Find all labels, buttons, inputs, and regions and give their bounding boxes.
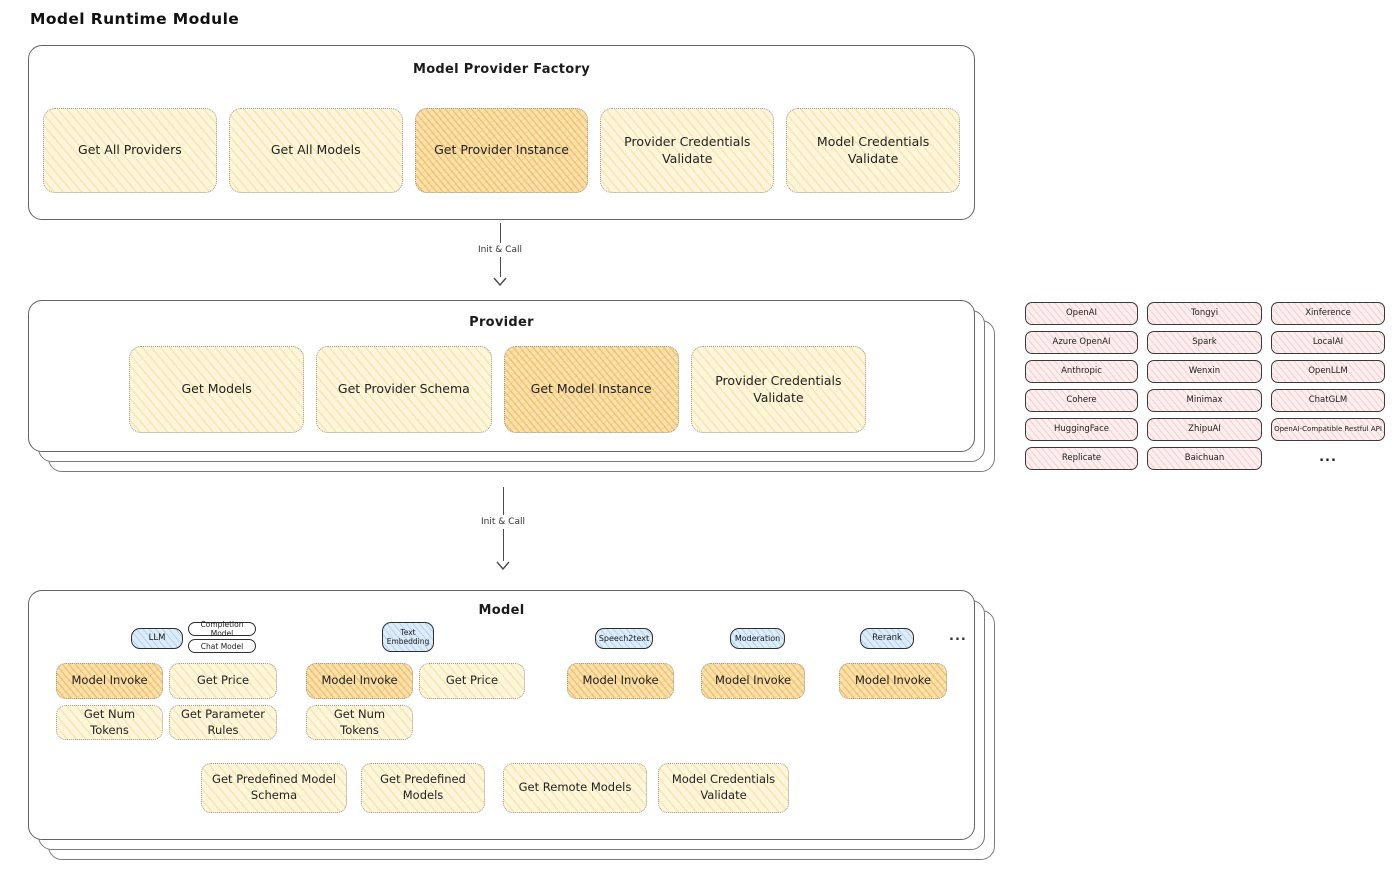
embedding-get-num-tokens: Get Num Tokens (306, 705, 413, 740)
provider-get-provider-schema: Get Provider Schema (316, 346, 492, 433)
arrow-label: Init & Call (481, 517, 525, 527)
vendor-cohere: Cohere (1025, 389, 1138, 412)
vendor-baichuan: Baichuan (1147, 447, 1262, 470)
vendor-openai: OpenAI (1025, 302, 1138, 325)
vendor-openai-compatible-restful-api: OpenAI-Compatible Restful API (1271, 418, 1385, 441)
arrow-line (499, 257, 501, 277)
speech2text-model-invoke: Model Invoke (567, 663, 674, 699)
tag-speech2text: Speech2text (595, 628, 653, 649)
init-call-arrow-1: Init & Call (462, 223, 538, 286)
vendor-azure-openai: Azure OpenAI (1025, 331, 1138, 354)
arrowhead-icon (493, 277, 507, 286)
provider-get-models: Get Models (129, 346, 305, 433)
get-predefined-model-schema: Get Predefined Model Schema (201, 763, 347, 813)
tag-rerank: Rerank (860, 628, 914, 649)
provider-get-model-instance: Get Model Instance (503, 346, 679, 433)
provider-provider-credentials-validate: Provider Credentials Validate (690, 346, 866, 433)
llm-get-price: Get Price (169, 663, 277, 699)
vendor-huggingface: HuggingFace (1025, 418, 1138, 441)
llm-get-parameter-rules: Get Parameter Rules (169, 705, 277, 740)
arrow-line (502, 487, 504, 515)
vendor-chatglm: ChatGLM (1271, 389, 1385, 412)
tag-text-embedding: Text Embedding (382, 622, 434, 652)
model-credentials-validate: Model Credentials Validate (658, 763, 789, 813)
vendor-more-ellipsis: ... (1319, 450, 1337, 466)
tag-moderation: Moderation (730, 628, 785, 649)
vendor-replicate: Replicate (1025, 447, 1138, 470)
llm-get-num-tokens: Get Num Tokens (56, 705, 163, 740)
arrow-label: Init & Call (478, 245, 522, 255)
factory-get-all-models: Get All Models (228, 108, 403, 193)
vendor-anthropic: Anthropic (1025, 360, 1138, 383)
vendor-minimax: Minimax (1147, 389, 1262, 412)
provider-vendor-grid: OpenAI Tongyi Xinference Azure OpenAI Sp… (1025, 302, 1385, 470)
llm-model-invoke: Model Invoke (56, 663, 163, 699)
vendor-openllm: OpenLLM (1271, 360, 1385, 383)
factory-model-credentials-validate: Model Credentials Validate (786, 108, 960, 193)
provider-panel: Provider Get Models Get Provider Schema … (28, 300, 975, 452)
init-call-arrow-2: Init & Call (465, 487, 541, 570)
factory-panel-title: Model Provider Factory (412, 62, 591, 77)
embedding-get-price: Get Price (419, 663, 525, 699)
factory-get-provider-instance: Get Provider Instance (414, 108, 589, 193)
arrow-line (502, 529, 504, 561)
model-panel: Model LLM Completion Model Chat Model Te… (28, 590, 975, 840)
provider-panel-title: Provider (469, 315, 534, 330)
get-predefined-models: Get Predefined Models (361, 763, 485, 813)
factory-provider-credentials-validate: Provider Credentials Validate (600, 108, 775, 193)
page-title: Model Runtime Module (30, 10, 240, 28)
model-more-ellipsis: ... (949, 629, 967, 644)
model-provider-factory-panel: Model Provider Factory Get All Providers… (28, 45, 975, 220)
moderation-model-invoke: Model Invoke (701, 663, 805, 699)
get-remote-models: Get Remote Models (503, 763, 647, 813)
factory-get-all-providers: Get All Providers (43, 108, 217, 193)
vendor-wenxin: Wenxin (1147, 360, 1262, 383)
tag-chat-model: Chat Model (188, 639, 256, 653)
vendor-tongyi: Tongyi (1147, 302, 1262, 325)
vendor-xinference: Xinference (1271, 302, 1385, 325)
vendor-zhipuai: ZhipuAI (1147, 418, 1262, 441)
tag-llm: LLM (131, 628, 183, 649)
tag-completion-model: Completion Model (188, 620, 256, 638)
factory-function-row: Get All Providers Get All Models Get Pro… (43, 108, 960, 193)
provider-function-row: Get Models Get Provider Schema Get Model… (129, 346, 866, 433)
arrowhead-icon (496, 561, 510, 570)
vendor-spark: Spark (1147, 331, 1262, 354)
embedding-model-invoke: Model Invoke (306, 663, 413, 699)
arrow-line (499, 223, 501, 243)
vendor-localai: LocalAI (1271, 331, 1385, 354)
rerank-model-invoke: Model Invoke (839, 663, 947, 699)
model-panel-title: Model (478, 603, 525, 618)
